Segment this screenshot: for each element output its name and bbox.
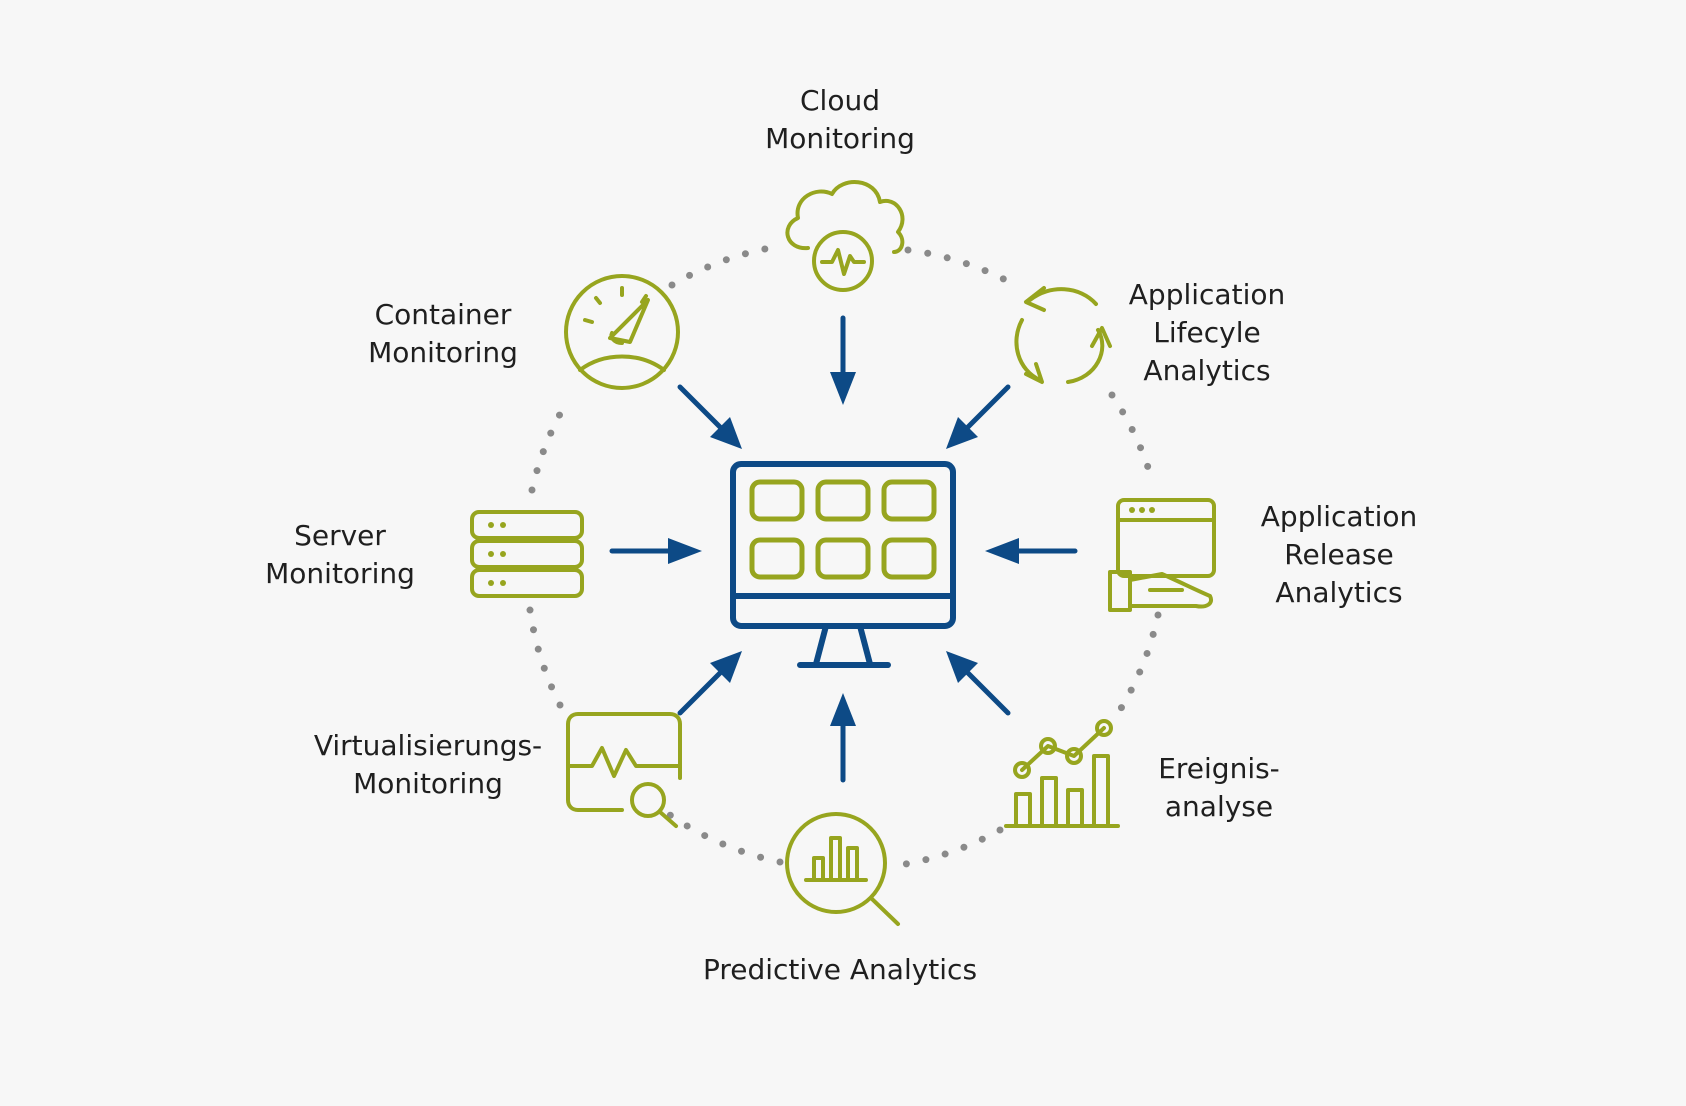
lifecycle-cycle-icon [1014,286,1112,384]
cloud-monitoring-icon [785,180,905,292]
arrow-from-cloud [830,315,856,405]
event-analysis-icon [1004,719,1120,828]
monitor-icon [730,461,956,668]
arrows [609,315,1078,783]
label-cloud-monitoring: Cloud Monitoring [765,84,915,155]
arrow-from-server [609,538,702,564]
arrow-from-events [946,651,1011,716]
virtualisation-monitoring-icon [566,712,682,828]
label-release-analytics: Application Release Analytics [1260,500,1418,609]
arrow-from-container [677,384,742,449]
container-monitoring-icon [564,274,680,390]
predictive-analytics-icon [785,812,900,926]
dashboard-tiles [749,479,937,580]
label-container-monitoring: Container Monitoring [368,298,518,369]
arrow-from-virtualisation [677,651,742,716]
server-monitoring-icon [470,510,584,598]
label-event-analysis: Ereignis- analyse [1158,752,1280,823]
dotted-ring [526,244,1162,869]
arrow-from-lifecycle [946,384,1011,449]
arrow-from-predictive [830,693,856,783]
release-analytics-icon [1108,498,1216,612]
label-lifecycle-analytics: Application Lifecyle Analytics [1128,278,1286,387]
arrow-from-release [985,538,1078,564]
label-predictive-analytics: Predictive Analytics [702,953,978,986]
label-virtualisation-monitoring: Virtualisierungs- Monitoring [313,729,543,800]
label-server-monitoring: Server Monitoring [265,519,415,590]
